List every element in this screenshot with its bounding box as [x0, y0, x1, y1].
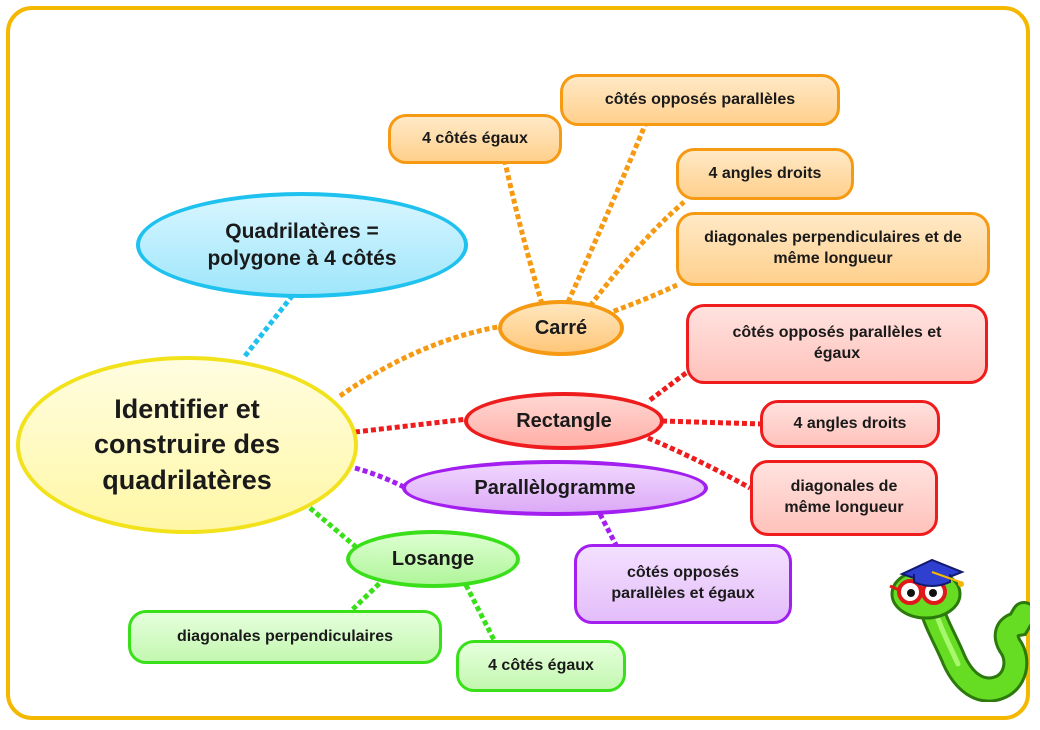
- link-losange-prop2: [463, 583, 497, 642]
- carre-property-label: 4 côtés égaux: [422, 129, 528, 147]
- link-carre-prop3: [588, 200, 686, 308]
- losange-property-cotes: 4 côtés égaux: [456, 640, 626, 692]
- branch-parallelogramme: Parallèlogramme: [402, 460, 708, 516]
- carre-property-label: 4 angles droits: [708, 164, 822, 182]
- rectangle-property-angles: 4 angles droits: [760, 400, 940, 448]
- link-center-parallelogramme: [354, 465, 406, 490]
- link-rectangle-prop3: [647, 435, 752, 491]
- link-rectangle-prop1: [648, 368, 692, 402]
- carre-property-label: diagonales perpendiculaires et de même l…: [704, 229, 962, 267]
- worm-with-graduation-cap-icon: [889, 558, 1030, 702]
- carre-property-diagonales: diagonales perpendiculaires et de même l…: [676, 212, 990, 286]
- link-rectangle-prop2: [661, 418, 763, 427]
- losange-property-diagonales: diagonales perpendiculaires: [128, 610, 442, 664]
- rectangle-property-diagonales: diagonales de même longueur: [750, 460, 938, 536]
- branch-carre: Carré: [498, 300, 624, 356]
- link-center-definition: [243, 294, 294, 358]
- link-parallelogramme-prop1: [597, 512, 619, 547]
- link-carre-prop2: [565, 124, 648, 304]
- branch-losange-label: Losange: [391, 548, 475, 570]
- carre-property-angles-droits: 4 angles droits: [676, 148, 854, 200]
- carre-property-label: côtés opposés parallèles: [604, 90, 796, 108]
- branch-carre-label: Carré: [534, 317, 588, 339]
- link-carre-prop1: [502, 161, 545, 305]
- losange-property-label: diagonales perpendiculaires: [176, 627, 394, 645]
- rectangle-property-label: 4 angles droits: [793, 414, 907, 432]
- parallelogramme-property-label: côtés opposés parallèles et égaux: [611, 564, 755, 602]
- center-topic-label: Identifier et construire des quadrilatèr…: [93, 394, 281, 495]
- definition-node: Quadrilatères = polygone à 4 côtés: [136, 192, 468, 298]
- carre-property-cotes-paralleles: côtés opposés parallèles: [560, 74, 840, 126]
- rectangle-property-label: diagonales de même longueur: [784, 478, 904, 516]
- link-losange-prop1: [348, 576, 387, 614]
- losange-property-label: 4 côtés égaux: [488, 656, 594, 674]
- link-center-losange: [308, 506, 358, 549]
- link-center-carre: [338, 323, 504, 399]
- parallelogramme-property-cotes: côtés opposés parallèles et égaux: [574, 544, 792, 624]
- branch-rectangle: Rectangle: [464, 392, 664, 450]
- rectangle-property-label: côtés opposés parallèles et égaux: [732, 324, 942, 362]
- branch-parallelogramme-label: Parallèlogramme: [474, 477, 636, 499]
- branch-rectangle-label: Rectangle: [516, 410, 612, 432]
- center-topic: Identifier et construire des quadrilatèr…: [16, 356, 358, 534]
- definition-label: Quadrilatères = polygone à 4 côtés: [207, 219, 397, 270]
- rectangle-property-cotes: côtés opposés parallèles et égaux: [686, 304, 988, 384]
- branch-losange: Losange: [346, 530, 520, 588]
- link-center-rectangle: [354, 416, 469, 435]
- carre-property-cotes-egaux: 4 côtés égaux: [388, 114, 562, 164]
- link-carre-prop4: [605, 282, 679, 317]
